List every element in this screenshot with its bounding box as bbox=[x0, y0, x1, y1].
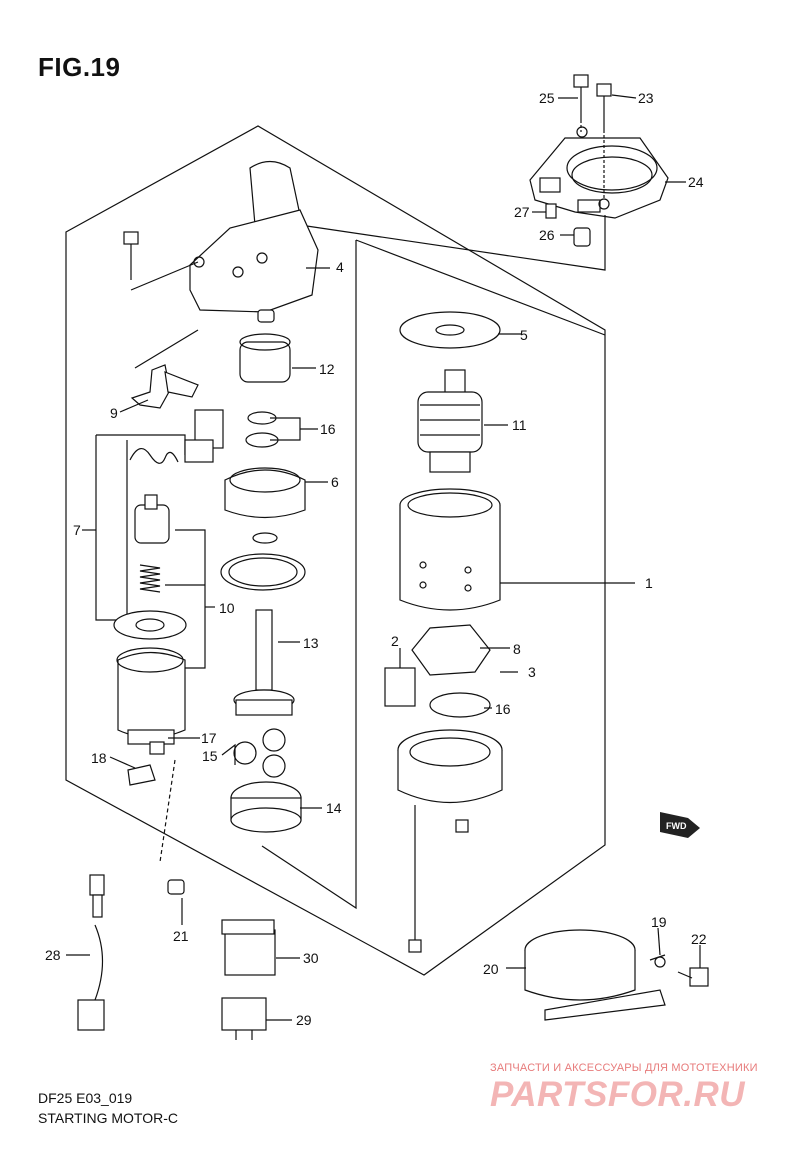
callout-14: 14 bbox=[326, 800, 342, 816]
pinion-drive-drawing bbox=[239, 309, 291, 383]
watermark-subtitle: ЗАПЧАСТИ И АКСЕССУАРЫ ДЛЯ МОТОТЕХНИКИ bbox=[490, 1062, 758, 1074]
callout-21: 21 bbox=[173, 928, 189, 944]
callout-25: 25 bbox=[539, 90, 555, 106]
callout-29: 29 bbox=[296, 1012, 312, 1028]
callout-17: 17 bbox=[201, 730, 217, 746]
callout-6: 6 bbox=[331, 474, 339, 490]
callout-5: 5 bbox=[520, 327, 528, 343]
callout-3: 3 bbox=[528, 664, 536, 680]
callout-16-upper: 16 bbox=[320, 421, 336, 437]
callout-1: 1 bbox=[645, 575, 653, 591]
callout-28: 28 bbox=[45, 947, 61, 963]
callout-18: 18 bbox=[91, 750, 107, 766]
callout-13: 13 bbox=[303, 635, 319, 651]
callout-23: 23 bbox=[638, 90, 654, 106]
fwd-label: FWD bbox=[666, 821, 687, 831]
callout-20: 20 bbox=[483, 961, 499, 977]
callout-2: 2 bbox=[391, 633, 399, 649]
callout-16-lower: 16 bbox=[495, 701, 511, 717]
callout-4: 4 bbox=[336, 259, 344, 275]
callout-9: 9 bbox=[110, 405, 118, 421]
callout-24: 24 bbox=[688, 174, 704, 190]
leader-lines bbox=[66, 94, 701, 1021]
fwd-arrow-icon: FWD bbox=[660, 812, 700, 838]
inner-group-boundary bbox=[261, 240, 357, 910]
callout-30: 30 bbox=[303, 950, 319, 966]
figure-title: FIG.19 bbox=[38, 52, 121, 82]
callout-12: 12 bbox=[319, 361, 335, 377]
model-code: DF25 E03_019 bbox=[38, 1090, 133, 1106]
callout-7: 7 bbox=[73, 522, 81, 538]
armature-drawing bbox=[417, 369, 483, 473]
callout-8: 8 bbox=[513, 641, 521, 657]
callout-15: 15 bbox=[202, 748, 218, 764]
housing-drawing bbox=[189, 160, 319, 313]
band-drawing bbox=[524, 929, 666, 1021]
bolt-drawings bbox=[573, 74, 612, 198]
section-name: STARTING MOTOR-C bbox=[38, 1110, 178, 1126]
end-cover-drawing bbox=[397, 729, 503, 803]
callout-22: 22 bbox=[691, 931, 707, 947]
callout-26: 26 bbox=[539, 227, 555, 243]
callout-11: 11 bbox=[512, 417, 527, 433]
watermark-logo: PARTSFOR.RU bbox=[490, 1075, 746, 1114]
assembly-boundary bbox=[65, 125, 606, 976]
callout-27: 27 bbox=[514, 204, 530, 220]
callout-19: 19 bbox=[651, 914, 667, 930]
yoke-drawing bbox=[399, 488, 501, 611]
harness-drawing bbox=[77, 874, 105, 1031]
callout-10: 10 bbox=[219, 600, 235, 616]
